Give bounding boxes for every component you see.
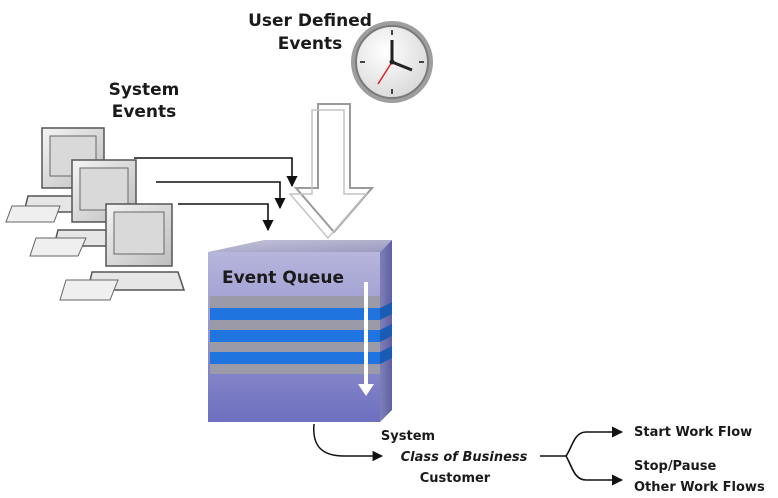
start-work-flow-label: Start Work Flow (634, 425, 752, 440)
output-system-label: System (381, 429, 435, 444)
workflow-branch-arrows (540, 426, 624, 486)
other-work-flows-label: Other Work Flows (634, 480, 765, 495)
output-class-of-business-label: Class of Business (401, 450, 528, 465)
user-defined-events-label-line1: User Defined (248, 11, 372, 31)
user-defined-events-label-line2: Events (278, 34, 343, 54)
computer-workstation-icon (5, 127, 186, 301)
event-queue-cube (208, 240, 392, 422)
event-queue-label: Event Queue (222, 268, 344, 288)
clock-icon (351, 21, 433, 103)
output-customer-label: Customer (420, 471, 491, 486)
user-events-arrow (288, 103, 375, 240)
system-events-label-line2: Events (112, 102, 177, 122)
system-events-label-line1: System (109, 80, 180, 100)
queue-output-arrow (313, 423, 384, 462)
system-events-arrows (134, 157, 298, 232)
stop-pause-label: Stop/Pause (634, 459, 717, 474)
